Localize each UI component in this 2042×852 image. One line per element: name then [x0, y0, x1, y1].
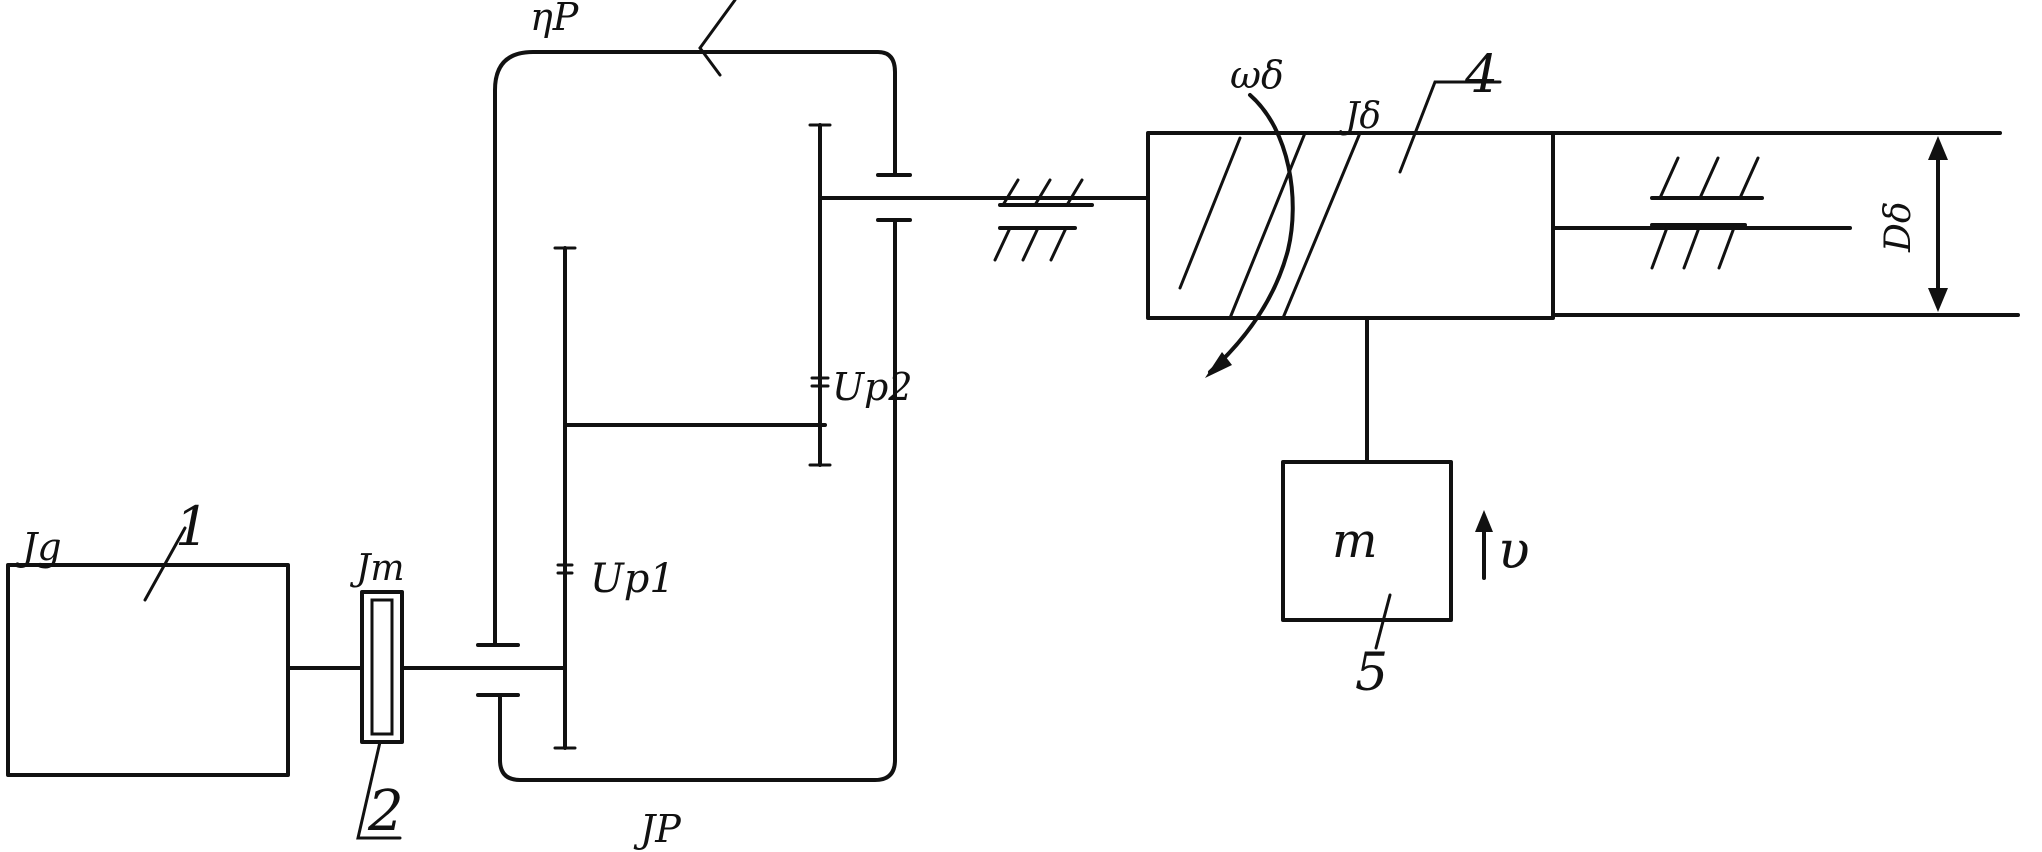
coupling-inertia-label: Jm — [349, 548, 405, 589]
mass-label: m — [1332, 513, 1378, 569]
coupling-outer — [360, 590, 404, 744]
drum-inertia-label: Jδ — [1338, 96, 1381, 137]
reducer-housing — [493, 50, 897, 782]
right-bearing-top-h2 — [1698, 156, 1720, 200]
reducer-inertia-label: JP — [633, 807, 682, 851]
diameter-arrowhead-top — [1928, 136, 1948, 160]
right-bearing-top-h3 — [1738, 156, 1760, 200]
left-bearing-top-h1 — [1001, 178, 1020, 207]
reducer-efficiency-label: ηP — [530, 0, 580, 39]
right-bearing-bottom-h1 — [1650, 223, 1670, 270]
left-bearing-bottom-h3 — [1049, 226, 1068, 262]
right-bearing-bottom-h2 — [1682, 223, 1702, 270]
velocity-label: υ — [1498, 521, 1530, 581]
load-box — [1281, 460, 1453, 622]
drum-diameter-label: Dδ — [1878, 201, 1919, 253]
drum-hatch-2 — [1228, 131, 1307, 320]
motor-number: 1 — [175, 495, 209, 558]
drum-speed-label: ωδ — [1230, 53, 1284, 97]
coupling-number: 2 — [367, 779, 404, 844]
drum-number: 4 — [1464, 45, 1498, 105]
drum-box — [1146, 131, 1555, 320]
left-bearing-top-h2 — [1033, 178, 1052, 207]
right-bearing-bottom-h3 — [1717, 223, 1737, 270]
reducer-leader — [698, 0, 737, 77]
drum-rotation-arrow — [1208, 93, 1295, 374]
load-number: 5 — [1355, 643, 1388, 703]
left-bearing-bottom-h2 — [1021, 226, 1040, 262]
coupling-leader — [356, 740, 402, 840]
coupling-inner — [370, 598, 394, 736]
left-bearing-top-h3 — [1065, 178, 1084, 207]
drum-leader — [1398, 80, 1502, 174]
drum-rotation-arrowhead — [1205, 352, 1232, 378]
diameter-arrowhead-bottom — [1928, 288, 1948, 312]
motor-inertia-label: Jg — [15, 525, 62, 569]
load-leader — [1374, 593, 1392, 650]
ratio-1-label: Up1 — [590, 556, 675, 602]
ratio-2-label: Up2 — [832, 365, 913, 409]
velocity-arrowhead — [1475, 510, 1493, 532]
motor-leader — [143, 526, 187, 602]
drum-hatch-3 — [1281, 131, 1362, 320]
right-bearing-top-h1 — [1658, 156, 1680, 200]
drum-hatch-1 — [1178, 136, 1242, 290]
left-bearing-bottom-h1 — [993, 226, 1012, 262]
